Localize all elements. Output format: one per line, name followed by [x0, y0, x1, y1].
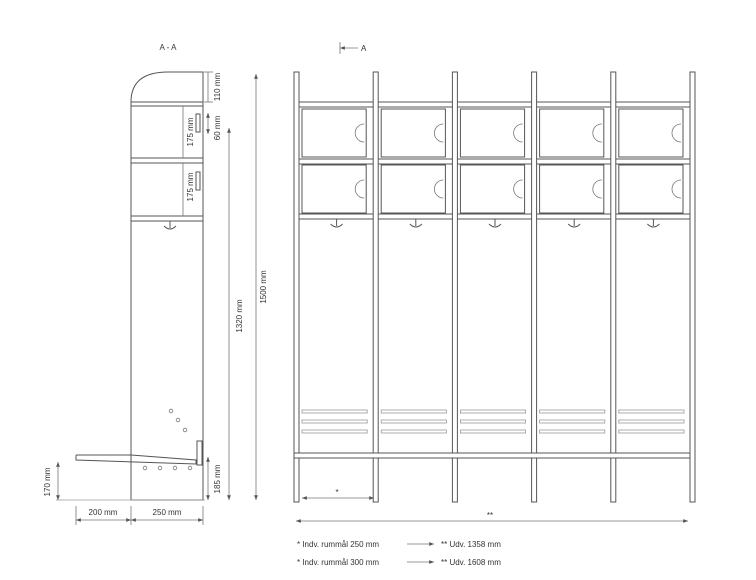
locker-door — [459, 164, 526, 214]
door-handle-icon — [434, 123, 444, 143]
coat-hook-icon — [567, 219, 581, 228]
door-handle-icon — [354, 123, 365, 143]
wardrobe-post — [531, 71, 538, 503]
dim-bench-height: 170 mm — [43, 467, 52, 496]
lower-shelf — [130, 215, 204, 222]
coat-hook-icon — [647, 219, 660, 228]
front-shelf-board — [293, 101, 691, 108]
bench-side — [75, 454, 197, 465]
shoe-rack-bar — [618, 429, 685, 434]
wardrobe-units — [293, 71, 696, 503]
shoe-rack-bar — [301, 429, 368, 434]
dim-lower-height: 1320 mm — [235, 299, 244, 333]
dim-bench-depth: 200 mm — [89, 508, 118, 517]
door-hinge-lower — [195, 171, 201, 191]
locker-door — [618, 164, 684, 214]
shoe-rack-bar — [459, 409, 526, 414]
wardrobe-post — [372, 71, 379, 503]
shoe-rack-bar — [380, 409, 447, 414]
coat-hook-icon — [330, 219, 343, 228]
dim-compartment-1: 175 mm — [186, 117, 195, 146]
door-handle-icon — [513, 123, 523, 143]
shoe-rack-bar — [618, 419, 685, 424]
door-handle-icon — [592, 123, 602, 143]
cabinet-side-outline — [130, 71, 204, 501]
bench-rail — [293, 452, 691, 459]
shoe-rack-bar — [539, 409, 606, 414]
door-handle-icon — [592, 179, 602, 199]
wardrobe-post — [610, 71, 617, 503]
wardrobe-post — [689, 71, 696, 503]
door-handle-icon — [671, 179, 682, 199]
locker-door — [380, 164, 446, 214]
locker-door — [539, 108, 605, 158]
legend-total-2: ** Udv. 1608 mm — [441, 558, 501, 567]
coat-hook-icon — [163, 221, 177, 230]
coat-hook-icon — [488, 219, 502, 228]
legend: * Indv. rummål 250 mm ** Udv. 1358 mm * … — [297, 540, 501, 567]
section-arrow-label: A — [361, 44, 367, 53]
front-shelf-board — [293, 158, 691, 165]
locker-door — [380, 108, 446, 158]
shoe-rack-bar — [539, 419, 606, 424]
bench-holes — [142, 408, 193, 471]
section-view: A - A 110 mm 60 mm — [43, 43, 268, 525]
door-hinge-upper — [195, 113, 201, 133]
dim-cabinet-depth: 250 mm — [153, 508, 182, 517]
shoe-rack-bar — [459, 429, 526, 434]
dim-shelf-gap: 60 mm — [213, 115, 222, 140]
shoe-rack-bar — [380, 429, 447, 434]
dim-compartment-2: 175 mm — [186, 172, 195, 201]
dim-top-height: 110 mm — [213, 73, 222, 102]
locker-door — [539, 164, 605, 214]
locker-door — [618, 108, 684, 158]
coat-hook-icon — [409, 219, 423, 228]
front-view: A * ** — [293, 42, 696, 523]
door-handle-icon — [434, 179, 444, 199]
front-shelf-board — [293, 213, 691, 220]
wardrobe-post — [293, 71, 300, 503]
door-handle-icon — [513, 179, 523, 199]
door-handle-icon — [354, 179, 365, 199]
legend-single-1: * Indv. rummål 250 mm — [297, 540, 379, 549]
top-shelf — [130, 101, 204, 107]
locker-door — [459, 108, 526, 158]
middle-shelf — [130, 157, 204, 164]
locker-door — [301, 108, 367, 158]
shoe-rack-bar — [301, 419, 368, 424]
dim-bench-top-height: 185 mm — [213, 464, 222, 493]
shoe-rack-bar — [539, 429, 606, 434]
wardrobe-post — [451, 71, 458, 503]
locker-door — [301, 164, 367, 214]
dim-total-width-mark: ** — [487, 511, 493, 520]
bench-bracket — [196, 440, 203, 466]
shoe-rack-bar — [459, 419, 526, 424]
dim-unit-width-mark: * — [335, 488, 338, 497]
legend-single-2: * Indv. rummål 300 mm — [297, 558, 379, 567]
section-title: A - A — [160, 43, 178, 52]
door-handle-icon — [671, 123, 682, 143]
shoe-rack-bar — [380, 419, 447, 424]
dim-total-height: 1500 mm — [259, 270, 268, 304]
shoe-rack-bar — [301, 409, 368, 414]
legend-total-1: ** Udv. 1358 mm — [441, 540, 501, 549]
shoe-rack-bar — [618, 409, 685, 414]
